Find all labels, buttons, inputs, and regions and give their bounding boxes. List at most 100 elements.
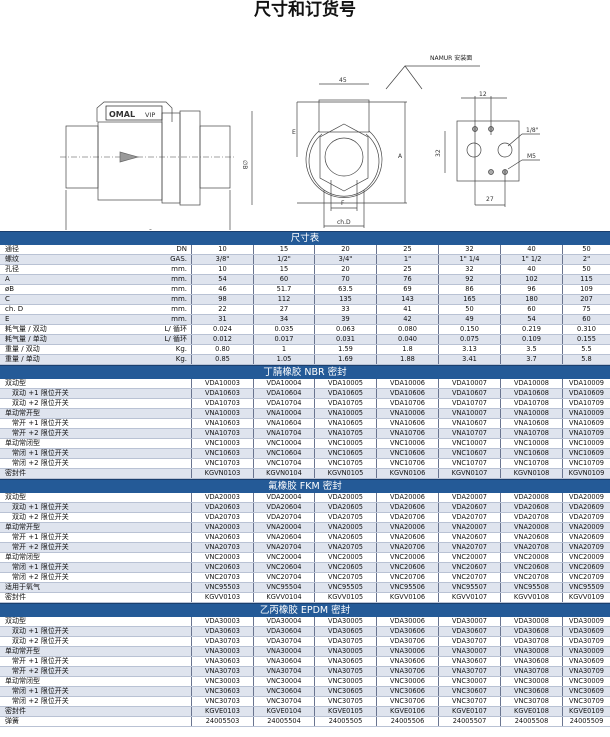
table-cell: 41 bbox=[376, 305, 438, 314]
order-code-cell: VDA20707 bbox=[438, 513, 500, 522]
order-code-cell: VNC30703 bbox=[191, 697, 253, 706]
table-cell: 63.5 bbox=[314, 285, 376, 294]
order-code-cell: VNA30604 bbox=[253, 657, 314, 666]
order-code-cell: VNA20709 bbox=[562, 543, 610, 552]
row-unit: Kg. bbox=[175, 345, 187, 353]
order-code-cell: VDA30607 bbox=[438, 627, 500, 636]
logo-suffix: VIP bbox=[145, 111, 155, 119]
order-code-cell: VDA20606 bbox=[376, 503, 438, 512]
order-code-cell: VNC20706 bbox=[376, 573, 438, 582]
order-code-cell: VNC10603 bbox=[191, 449, 253, 458]
row-label: 双动 +1 限位开关 bbox=[12, 627, 69, 635]
order-code-cell: 24005503 bbox=[191, 717, 253, 726]
row-label: 耗气量 / 单动 bbox=[5, 335, 47, 343]
order-code-cell: VNA10606 bbox=[376, 419, 438, 428]
order-code-cell: VDA10004 bbox=[253, 379, 314, 388]
order-code-cell: VNA10705 bbox=[314, 429, 376, 438]
order-code-cell: KGVN0106 bbox=[376, 469, 438, 478]
table-cell: 0.012 bbox=[191, 335, 253, 344]
order-code-cell: VDA30604 bbox=[253, 627, 314, 636]
order-code-cell: VNA20005 bbox=[314, 523, 376, 532]
technical-drawing: OMAL VIP C ∅B NAMUR 安装面 45 E A F ch.D 12… bbox=[60, 54, 540, 230]
table-cell: 0.310 bbox=[562, 325, 610, 334]
order-code-cell: VNC10708 bbox=[500, 459, 562, 468]
table-cell: 20 bbox=[314, 245, 376, 254]
order-code-cell: VNA10003 bbox=[191, 409, 253, 418]
row-label: 常闭 +1 限位开关 bbox=[12, 449, 69, 457]
order-code-cell: VNA30609 bbox=[562, 657, 610, 666]
table-cell: 69 bbox=[376, 285, 438, 294]
order-code-cell: VNA30709 bbox=[562, 667, 610, 676]
order-code-cell: VNC10007 bbox=[438, 439, 500, 448]
table-cell: 0.109 bbox=[500, 335, 562, 344]
row-label: 重量 / 单动 bbox=[5, 355, 40, 363]
order-code-cell: VNC30605 bbox=[314, 687, 376, 696]
order-code-cell: VNA20004 bbox=[253, 523, 314, 532]
row-label: 通径 bbox=[5, 245, 19, 253]
order-code-cell: VNA20006 bbox=[376, 523, 438, 532]
table-cell: 1" 1/4 bbox=[438, 255, 500, 264]
order-code-cell: VNC30707 bbox=[438, 697, 500, 706]
order-code-cell: VNC10008 bbox=[500, 439, 562, 448]
table-cell: 1" 1/2 bbox=[500, 255, 562, 264]
order-code-cell: VDA30605 bbox=[314, 627, 376, 636]
order-code-cell: VNC30708 bbox=[500, 697, 562, 706]
order-code-cell: VNA10709 bbox=[562, 429, 610, 438]
table-cell: 33 bbox=[314, 305, 376, 314]
order-code-cell: VNC10709 bbox=[562, 459, 610, 468]
order-code-cell: VDA10707 bbox=[438, 399, 500, 408]
table-cell: 31 bbox=[191, 315, 253, 324]
row-unit: mm. bbox=[171, 275, 187, 283]
table-cell: 0.035 bbox=[253, 325, 314, 334]
table-cell: 27 bbox=[253, 305, 314, 314]
table-cell: 1.69 bbox=[314, 355, 376, 364]
order-code-cell: VNA20607 bbox=[438, 533, 500, 542]
order-code-cell: VDA30009 bbox=[562, 617, 610, 626]
dim-c-label: C bbox=[148, 229, 152, 230]
order-code-cell: 24005509 bbox=[562, 717, 610, 726]
order-code-cell: VNA10008 bbox=[500, 409, 562, 418]
table-cell: 3.5 bbox=[500, 345, 562, 354]
row-label: 双动 +1 限位开关 bbox=[12, 503, 69, 511]
table-cell: 42 bbox=[376, 315, 438, 324]
table-cell: 3.41 bbox=[438, 355, 500, 364]
row-label: 常闭 +2 限位开关 bbox=[12, 459, 69, 467]
table-cell: 5.5 bbox=[562, 345, 610, 354]
row-unit: Kg. bbox=[175, 355, 187, 363]
order-code-cell: VNC20609 bbox=[562, 563, 610, 572]
order-code-cell: VDA30603 bbox=[191, 627, 253, 636]
row-label: E bbox=[5, 315, 10, 323]
table-cell: 32 bbox=[438, 245, 500, 254]
row-label: 双动 +2 限位开关 bbox=[12, 513, 69, 521]
order-code-cell: VDA20709 bbox=[562, 513, 610, 522]
logo-text: OMAL bbox=[109, 110, 135, 119]
table-cell: 0.075 bbox=[438, 335, 500, 344]
table-cell: 3.13 bbox=[438, 345, 500, 354]
table-cell: 180 bbox=[500, 295, 562, 304]
order-code-cell: VNC10706 bbox=[376, 459, 438, 468]
order-code-cell: VNC20006 bbox=[376, 553, 438, 562]
order-code-cell: KGVV0103 bbox=[191, 593, 253, 602]
order-code-cell: VNA10707 bbox=[438, 429, 500, 438]
row-label: 常开 +2 限位开关 bbox=[12, 667, 69, 675]
row-label: 双动 +2 限位开关 bbox=[12, 399, 69, 407]
order-code-cell: VNC30607 bbox=[438, 687, 500, 696]
order-code-cell: VNC20003 bbox=[191, 553, 253, 562]
table-cell: 96 bbox=[500, 285, 562, 294]
order-code-cell: 24005504 bbox=[253, 717, 314, 726]
row-label: C bbox=[5, 295, 10, 303]
row-unit: L/ 循环 bbox=[164, 325, 187, 333]
order-code-cell: VNC20605 bbox=[314, 563, 376, 572]
